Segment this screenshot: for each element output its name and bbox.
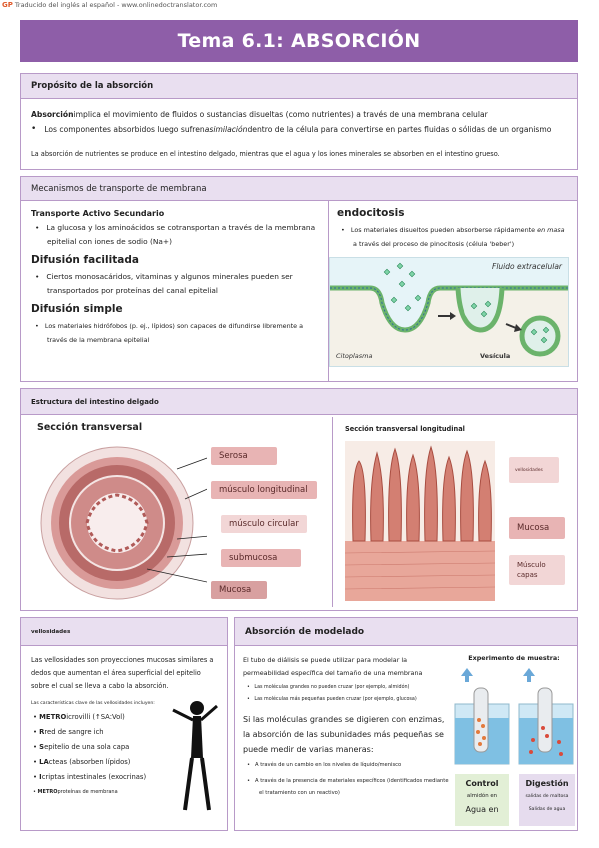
- villi-feature-item: • Icriptas intestinales (exocrinas): [33, 773, 147, 781]
- model-bullet-reagent: • A través de la presencia de materiales…: [247, 778, 449, 796]
- cross-section-illustration: [40, 446, 207, 600]
- longitudinal-muscle-label: músculo longitudinal: [211, 481, 317, 499]
- circular-muscle-label: músculo circular: [221, 515, 307, 533]
- simple-diffusion-title: Difusión simple: [31, 303, 123, 315]
- translator-banner-text: Traducido del inglés al español - www.on…: [14, 1, 218, 9]
- active-transport-text: • La glucosa y los aminoácidos se cotran…: [35, 223, 316, 246]
- intestine-panel: Estructura del intestino delgado Sección…: [20, 388, 578, 611]
- cross-section: Sección transversal Serosa músculo longi…: [25, 417, 333, 607]
- active-transport-title: Transporte Activo Secundario: [31, 209, 165, 218]
- villi-panel: vellosidades Las vellosidades son proyec…: [20, 617, 228, 831]
- transport-left-column: Transporte Activo Secundario • La glucos…: [21, 201, 329, 381]
- villi-feature-list: • METROicrovilli (↑SA:Vol) • Rred de sang…: [31, 710, 217, 800]
- page-title: Tema 6.1: ABSORCIÓN: [20, 20, 578, 62]
- muscle-layers-label: Músculo capas: [509, 555, 565, 585]
- model-panel: Absorción de modelado El tubo de diálisi…: [234, 617, 578, 831]
- transport-right-column: endocitosis • Los materiales disueltos p…: [329, 201, 577, 381]
- serosa-label: Serosa: [211, 447, 277, 465]
- digestion-line2: Salidas de agua: [528, 807, 566, 812]
- muscle-label-line2: capas: [517, 571, 538, 579]
- purpose-panel: Propósito de la absorción Absorciónimpli…: [20, 73, 578, 170]
- extracellular-fluid-label: Fluido extracelular: [492, 262, 562, 271]
- purpose-heading: Propósito de la absorción: [21, 74, 577, 99]
- digestion-title: Digestión: [525, 779, 569, 788]
- villi-feature-letter: R: [39, 728, 45, 736]
- model-bullet-meniscus: • A través de un cambio en los niveles d…: [247, 762, 402, 768]
- endocytosis-title: endocitosis: [337, 207, 405, 219]
- facilitated-diffusion-title: Difusión facilitada: [31, 254, 139, 266]
- assimilation-text-b: dentro de la célula para convertirse en …: [247, 125, 552, 134]
- intestine-heading: Estructura del intestino delgado: [21, 389, 577, 415]
- villi-features-title: Las características clave de las vellosi…: [31, 701, 155, 706]
- control-title: Control: [465, 779, 499, 788]
- villi-feature-item: • METROproteínas de membrana: [33, 789, 118, 795]
- vesicle-label: Vesícula: [480, 352, 511, 360]
- control-box: Control almidón en Agua en: [455, 774, 509, 826]
- villi-feature-text: cteas (absorben lípidos): [48, 758, 131, 766]
- model-text: El tubo de diálisis se puede utilizar pa…: [243, 654, 453, 799]
- villi-heading: vellosidades: [21, 618, 227, 646]
- villi-feature-item: • Sepitelio de una sola capa: [33, 743, 130, 751]
- villi-feature-text: criptas intestinales (exocrinas): [41, 773, 147, 781]
- villi-feature-item: • METROicrovilli (↑SA:Vol): [33, 713, 125, 721]
- facilitated-diffusion-text: • Ciertos monosacáridos, vitaminas y alg…: [35, 272, 293, 295]
- transport-panel: Mecanismos de transporte de membrana Tra…: [20, 176, 578, 382]
- villi-feature-letter: METRO: [37, 789, 58, 795]
- mucosa-label: Mucosa: [211, 581, 267, 599]
- villi-feature-letter: METRO: [39, 713, 67, 721]
- model-bullet-small: • Las moléculas más pequeñas pueden cruz…: [247, 697, 417, 702]
- model-intro: El tubo de diálisis se puede utilizar pa…: [243, 656, 423, 677]
- villi-feature-letter: I: [39, 773, 42, 781]
- control-line1: almidón en: [466, 793, 498, 799]
- translator-logo: GP: [2, 1, 13, 9]
- longitudinal-section-illustration: [345, 441, 495, 601]
- model-heading: Absorción de modelado: [235, 618, 577, 646]
- absorption-definition-text: implica el movimiento de fluidos o susta…: [73, 110, 488, 119]
- pinocytosis-diagram: Fluido extracelular Citoplasma Vesícula: [329, 257, 569, 367]
- longitudinal-section: Sección transversal longitudinal vel: [339, 417, 575, 607]
- longitudinal-section-title: Sección transversal longitudinal: [345, 425, 465, 433]
- simple-diffusion-text: • Los materiales hidrófobos (p. ej., líp…: [35, 322, 304, 344]
- endocytosis-text: • Los materiales disueltos pueden absorb…: [341, 226, 565, 248]
- villi-feature-text: red de sangre ich: [44, 728, 104, 736]
- villi-feature-item: • Rred de sangre ich: [33, 728, 104, 736]
- villi-feature-letter: S: [39, 743, 45, 751]
- control-line2: Agua en: [465, 805, 499, 814]
- absorption-location-note: La absorción de nutrientes se produce en…: [31, 150, 500, 158]
- digestion-box: Digestión salidas de maltosa Salidas de …: [519, 774, 575, 826]
- dialysis-illustration: [454, 668, 574, 765]
- sample-experiment: Experimento de muestra: Control almidón …: [453, 654, 575, 826]
- transport-heading: Mecanismos de transporte de membrana: [21, 177, 577, 201]
- villi-intro: Las vellosidades son proyecciones mucosa…: [31, 656, 214, 690]
- model-bullet-large: • Las moléculas grandes no pueden cruzar…: [247, 685, 410, 690]
- villi-feature-letter: LA: [39, 758, 49, 766]
- translator-banner: GP Traducido del inglés al español - www…: [2, 1, 217, 9]
- digestion-line1: salidas de maltosa: [525, 794, 569, 799]
- submucosa-label: submucosa: [221, 549, 301, 567]
- villi-figure-illustration: [172, 701, 218, 811]
- assimilation-term: asimilación: [204, 125, 248, 134]
- villi-feature-text: epitelio de una sola capa: [44, 743, 130, 751]
- villi-label: vellosidades: [509, 457, 559, 483]
- villi-feature-text: proteínas de membrana: [57, 789, 118, 795]
- absorption-definition: Absorciónimplica el movimiento de fluido…: [31, 107, 567, 122]
- assimilation-bullet: Los componentes absorbidos luego sufrena…: [31, 122, 567, 137]
- villi-feature-item: • LActeas (absorben lípidos): [33, 758, 131, 766]
- model-paragraph: Si las moléculas grandes se digieren con…: [243, 715, 445, 754]
- mucosa-long-label: Mucosa: [509, 517, 565, 539]
- sample-experiment-title: Experimento de muestra:: [468, 654, 560, 662]
- cross-section-title: Sección transversal: [37, 422, 143, 433]
- villi-feature-text: icrovilli (↑SA:Vol): [66, 713, 125, 721]
- muscle-label-line1: Músculo: [517, 561, 546, 569]
- absorption-term: Absorción: [31, 110, 74, 119]
- pinocytosis-illustration: [330, 258, 568, 366]
- assimilation-text-a: Los componentes absorbidos luego sufren: [44, 125, 205, 134]
- cytoplasm-label: Citoplasma: [336, 352, 373, 360]
